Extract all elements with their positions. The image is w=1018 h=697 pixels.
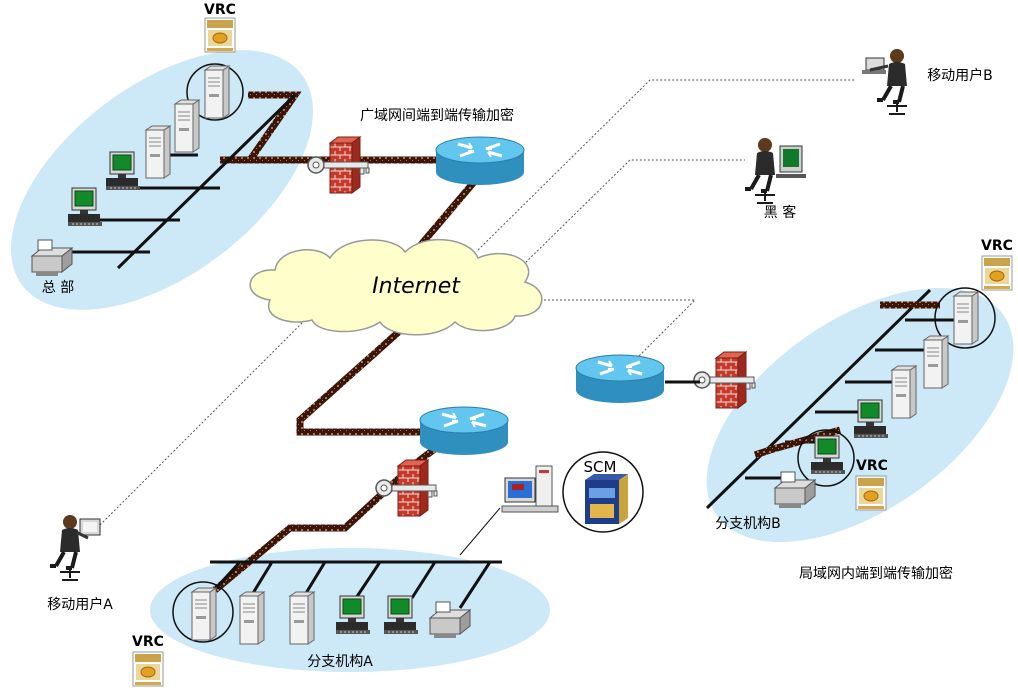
branch-b-workstation-highlight	[797, 429, 855, 487]
branch-b-vrc-server-highlight	[934, 287, 996, 349]
hacker	[743, 136, 806, 205]
branch-a-vrc-icon	[132, 651, 164, 687]
hq-label: 总 部	[42, 280, 74, 296]
hacker-label: 黑 客	[764, 204, 796, 221]
branch-b-vrc-server	[953, 291, 979, 345]
branch-b-lan-zone	[706, 287, 1014, 543]
hq-lan-zone	[10, 50, 314, 310]
lan-encryption-caption: 局域网内端到端传输加密	[799, 565, 953, 582]
branch-a-vrc-server-highlight	[172, 581, 234, 643]
branch-b-firewall	[693, 351, 756, 409]
scm-label: SCM	[584, 458, 617, 476]
branch-a-vrc-server	[191, 587, 217, 641]
hq-server-1	[174, 99, 200, 153]
hq-firewall	[307, 136, 370, 194]
branch-a-server-1	[239, 591, 265, 645]
branch-a-server-2	[289, 591, 315, 645]
hq-vrc-server-highlight	[186, 63, 244, 121]
branch-b-server-2	[891, 365, 917, 419]
scm-software-box	[585, 474, 628, 524]
scm-workstation	[501, 465, 559, 513]
internet-cloud: Internet	[249, 238, 543, 336]
branch-a-firewall	[375, 459, 438, 517]
internet-label: Internet	[372, 274, 461, 299]
branch-b-vrc-label-top: VRC	[981, 238, 1013, 254]
hq-vrc-label: VRC	[204, 2, 236, 18]
dotted-links	[99, 79, 855, 526]
hq-vrc-icon	[204, 17, 236, 53]
hq-server-2	[145, 125, 171, 179]
branch-b-router	[574, 353, 666, 405]
branch-b-vrc-icon-top	[981, 255, 1013, 291]
branch-b-server-1	[923, 335, 949, 389]
branch-b-vrc-icon-bottom	[855, 475, 887, 511]
branch-a-label: 分支机构A	[307, 654, 373, 670]
mobile-user-a-label: 移动用户A	[47, 596, 113, 613]
wan-encryption-caption: 广域网间端到端传输加密	[360, 107, 514, 124]
scm-link	[459, 507, 501, 556]
hq-wan-router	[434, 135, 526, 187]
branch-a-vrc-label: VRC	[132, 634, 164, 650]
hq-vrc-server	[204, 65, 230, 119]
mobile-user-a	[48, 513, 101, 582]
branch-b-label: 分支机构B	[715, 516, 781, 532]
branch-b-vrc-label-bottom: VRC	[856, 458, 888, 474]
mobile-user-b-label: 移动用户B	[927, 67, 993, 84]
mobile-user-b	[862, 47, 909, 116]
branch-a-router	[418, 405, 510, 457]
